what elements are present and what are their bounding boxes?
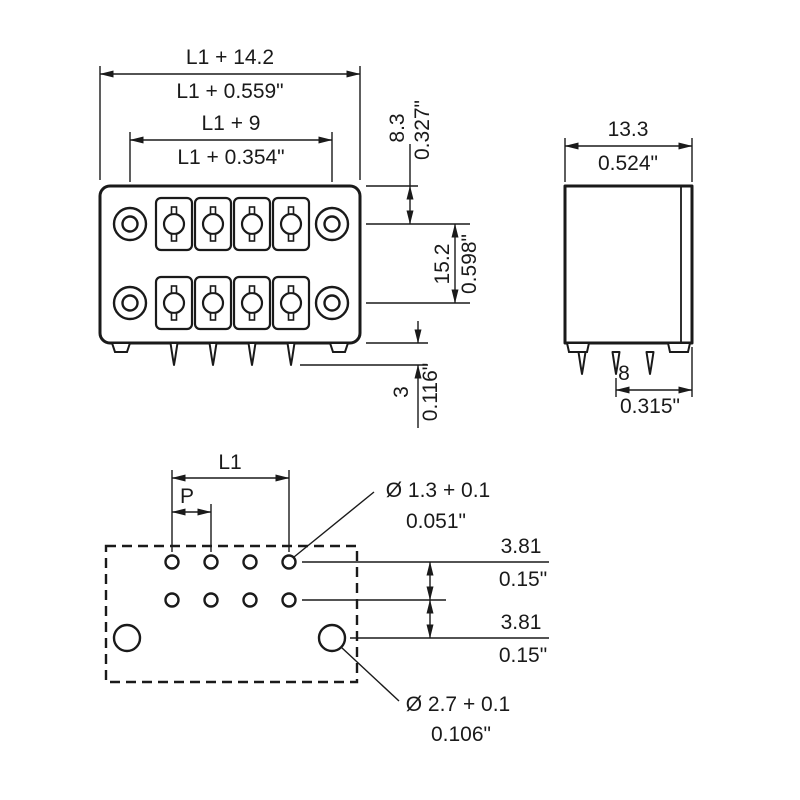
dim-depth: 13.3 0.524"	[564, 118, 693, 182]
pcb-outline-dashed	[104, 544, 359, 684]
drill-hole-large	[112, 623, 142, 653]
terminal	[154, 196, 194, 252]
solder-pin	[247, 342, 257, 366]
mounting-foot	[110, 342, 132, 353]
large-hole-diameter-in: 0.106"	[431, 723, 491, 746]
dim-row-spacing-in: 0.598"	[458, 234, 481, 294]
callout-small-hole: Ø 1.3 + 0.1 0.051"	[293, 479, 491, 558]
mounting-foot	[565, 342, 591, 353]
dim-depth-in: 0.524"	[598, 152, 658, 175]
drill-hole-small	[281, 554, 297, 570]
dim-depth-mm: 13.3	[608, 118, 649, 141]
terminal	[193, 196, 233, 252]
mounting-foot	[328, 342, 350, 353]
dim-row-top-mm: 3.81	[501, 535, 542, 558]
mounting-hole	[112, 206, 148, 242]
dim-pitch-label: P	[180, 485, 194, 508]
dim-top-offset-mm: 8.3	[386, 113, 409, 142]
drill-plan	[104, 544, 359, 684]
callout-large-hole: Ø 2.7 + 0.1 0.106"	[340, 646, 511, 746]
dim-row-bottom-mm: 3.81	[501, 611, 542, 634]
dim-overall-width-mm: L1 + 14.2	[186, 46, 274, 69]
leader-line	[293, 491, 375, 558]
dim-row-top-in: 0.15"	[499, 568, 547, 591]
mounting-hole	[314, 285, 350, 321]
solder-pin	[286, 342, 296, 366]
terminal	[271, 275, 311, 331]
dim-hole-span-in: L1 + 0.354"	[177, 146, 284, 169]
small-hole-diameter-in: 0.051"	[406, 510, 466, 533]
terminal	[193, 275, 233, 331]
side-body-outline	[563, 184, 694, 345]
dim-row-spacing-mm: 15.2	[431, 244, 454, 285]
dim-top-offset-in: 0.327"	[411, 100, 434, 160]
mounting-hole	[112, 285, 148, 321]
dim-pin-offset: 8 0.315"	[615, 347, 693, 418]
solder-pin	[577, 351, 587, 375]
mounting-hole	[314, 206, 350, 242]
mounting-foot	[666, 342, 692, 353]
dim-pitch-p: P	[171, 485, 212, 552]
dim-row-bottom-in: 0.15"	[499, 644, 547, 667]
dim-pin-length-in: 0.116"	[419, 363, 442, 421]
large-hole-diameter-mm: Ø 2.7 + 0.1	[406, 693, 511, 716]
drill-hole-small	[203, 554, 219, 570]
dim-pin-length: 3 0.116"	[300, 321, 442, 428]
dim-row-spacing: 15.2 0.598"	[366, 223, 481, 304]
terminal	[154, 275, 194, 331]
dim-hole-span-mm: L1 + 9	[202, 112, 261, 135]
terminal	[232, 275, 272, 331]
drill-hole-small	[164, 592, 180, 608]
dim-top-offset: 8.3 0.327"	[366, 100, 470, 225]
front-view	[98, 184, 362, 366]
dim-pin-length-mm: 3	[390, 386, 413, 398]
solder-pin	[645, 351, 655, 375]
drill-hole-large	[317, 623, 347, 653]
drill-hole-small	[203, 592, 219, 608]
terminal	[271, 196, 311, 252]
dim-hole-span: L1 + 9 L1 + 0.354"	[129, 112, 333, 182]
side-view	[563, 184, 694, 375]
small-hole-diameter-mm: Ø 1.3 + 0.1	[386, 479, 491, 502]
dim-pin-offset-mm: 8	[618, 362, 630, 385]
dim-overall-width: L1 + 14.2 L1 + 0.559"	[99, 46, 361, 180]
drill-hole-small	[242, 592, 258, 608]
dim-span-label: L1	[218, 451, 241, 474]
drill-hole-small	[164, 554, 180, 570]
solder-pin	[169, 342, 179, 366]
leader-line	[340, 646, 400, 702]
dim-pin-offset-in: 0.315"	[620, 395, 680, 418]
terminal	[232, 196, 272, 252]
drill-hole-small	[281, 592, 297, 608]
drill-hole-small	[242, 554, 258, 570]
dim-row-spacing-top: 3.81 0.15"	[302, 535, 549, 601]
dim-row-spacing-bottom: 3.81 0.15"	[350, 599, 549, 667]
solder-pin	[208, 342, 218, 366]
dim-overall-width-in: L1 + 0.559"	[176, 80, 283, 103]
